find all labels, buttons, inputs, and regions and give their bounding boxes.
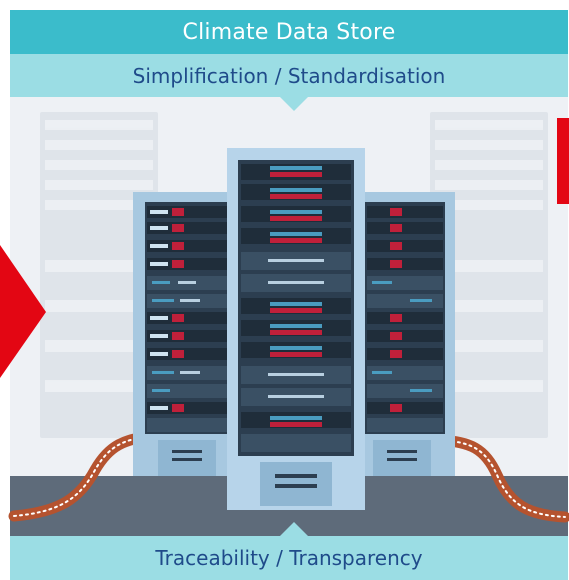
footer-label: Traceability / Transparency (10, 536, 568, 580)
footer-pointer (280, 522, 308, 536)
background-rack-right-icon (430, 112, 548, 438)
left-rack-units (147, 206, 228, 432)
header-subtitle: Simplification / Standardisation (10, 54, 568, 97)
header-title: Climate Data Store (10, 10, 568, 54)
red-marker (557, 118, 569, 204)
center-rack-units (241, 164, 351, 452)
subtitle-pointer (280, 97, 308, 111)
right-rack-units (367, 206, 443, 432)
cable-icon (8, 430, 569, 523)
arrow-right-icon (0, 245, 46, 378)
background-rack-left-icon (40, 112, 158, 438)
